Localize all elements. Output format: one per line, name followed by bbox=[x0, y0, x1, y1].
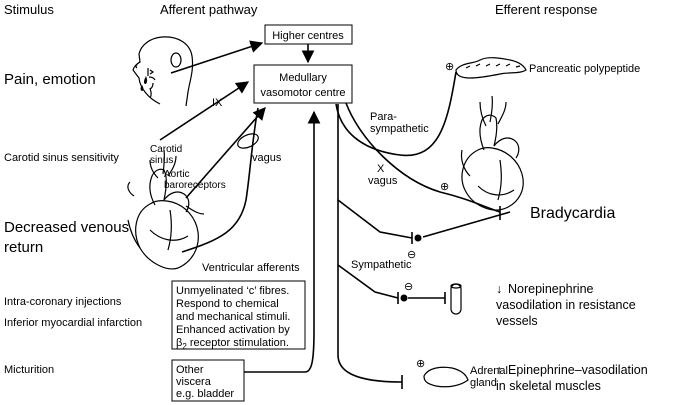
stimulus-carotid-sinus: Carotid sinus sensitivity bbox=[4, 152, 119, 164]
sympathetic-label: Sympathetic bbox=[351, 259, 412, 271]
aortic-arrow bbox=[185, 107, 266, 199]
fibres-line-5: β2 receptor stimulation. bbox=[176, 337, 289, 351]
sympathetic-trunk-line bbox=[337, 104, 403, 383]
carotid-label-1: Carotid bbox=[150, 144, 182, 155]
fibres-line-4: Enhanced activation by bbox=[176, 324, 290, 336]
epi-line-1: Epinephrine–vasodilation bbox=[508, 363, 648, 377]
stimulus-decreased-venous: Decreased venous bbox=[4, 219, 129, 236]
stimulus-inferior-mi: Inferior myocardial infarction bbox=[4, 317, 142, 329]
x-label: X bbox=[377, 163, 385, 175]
heart-illustration-right bbox=[460, 95, 524, 211]
adrenal-label-1: Adrenal bbox=[470, 365, 508, 377]
norepi-line-2: vasodilation in resistance bbox=[496, 298, 636, 312]
heart-synapse-dot bbox=[414, 234, 422, 242]
para-label-1: Para- bbox=[370, 111, 397, 123]
carotid-label-2: sinus bbox=[150, 155, 173, 166]
ix-label: IX bbox=[212, 97, 223, 109]
fibres-line-1: Unmyelinated ‘c’ fibres. bbox=[176, 285, 289, 297]
viscera-box: Other viscera e.g. bladder bbox=[171, 359, 245, 402]
aortic-label-1: Aortic bbox=[164, 169, 190, 180]
minus-heart: ⊖ bbox=[407, 249, 416, 261]
vessel-synapse-dot bbox=[400, 294, 408, 302]
plus-heart: ⊕ bbox=[440, 181, 449, 193]
vagus-efferent-label: vagus bbox=[368, 175, 398, 187]
afferent-pathways bbox=[159, 40, 321, 373]
heading-stimulus: Stimulus bbox=[4, 2, 54, 17]
efferent-pathways bbox=[335, 71, 511, 389]
pancreatic-polypeptide-label: Pancreatic polypeptide bbox=[529, 63, 640, 75]
vagus-afferent-label: vagus bbox=[252, 152, 282, 164]
epi-line-2: in skeletal muscles bbox=[496, 379, 601, 393]
medullary-label-2: vasomotor centre bbox=[261, 87, 346, 99]
pancreas-icon bbox=[455, 57, 527, 79]
minus-vessel: ⊖ bbox=[404, 281, 413, 293]
viscera-line-2: viscera bbox=[176, 376, 212, 388]
head-illustration bbox=[132, 36, 194, 107]
c-fibres-box: Unmyelinated ‘c’ fibres. Respond to chem… bbox=[171, 280, 306, 351]
vagus-heart-line bbox=[345, 102, 501, 213]
stimulus-decreased-venous-2: return bbox=[4, 239, 43, 256]
bradycardia-label: Bradycardia bbox=[530, 205, 615, 222]
heart-illustration-left bbox=[127, 149, 205, 270]
epi-arrow: ↑ bbox=[496, 363, 502, 377]
vagus-ring bbox=[237, 133, 259, 149]
viscera-line-3: e.g. bladder bbox=[176, 388, 234, 400]
heading-efferent: Efferent response bbox=[495, 2, 597, 17]
para-label-2: sympathetic bbox=[370, 123, 429, 135]
higher-centres-box: Higher centres bbox=[264, 24, 353, 45]
tear-icon bbox=[140, 76, 148, 91]
stimulus-intracoronary: Intra-coronary injections bbox=[4, 296, 122, 308]
plus-pancreas: ⊕ bbox=[445, 61, 454, 73]
ventricular-afferents-label: Ventricular afferents bbox=[202, 262, 300, 274]
stimulus-micturition: Micturition bbox=[4, 364, 54, 376]
higher-centres-label: Higher centres bbox=[272, 30, 344, 42]
sympathetic-heart-branch bbox=[337, 199, 413, 239]
norepi-arrow: ↓ bbox=[496, 282, 502, 296]
fibres-line-3: and mechanical stimuli. bbox=[176, 311, 290, 323]
viscera-line-1: Other bbox=[176, 364, 204, 376]
heading-afferent: Afferent pathway bbox=[160, 2, 258, 17]
adrenal-gland-icon bbox=[423, 366, 469, 388]
medullary-centre-box: Medullary vasomotor centre bbox=[253, 64, 353, 104]
pain-arrow bbox=[170, 40, 264, 74]
plus-adrenal: ⊕ bbox=[416, 358, 425, 370]
parasympathetic-pancreas-line bbox=[335, 71, 457, 157]
aortic-label-2: baroreceptors bbox=[164, 180, 226, 191]
stimulus-pain-emotion: Pain, emotion bbox=[4, 71, 96, 88]
viscera-arrow bbox=[244, 110, 321, 373]
adrenal-label-2: gland bbox=[470, 377, 497, 389]
ix-arrow bbox=[159, 81, 250, 141]
vessel-icon bbox=[450, 283, 462, 315]
heart-postganglionic bbox=[422, 211, 511, 238]
sympathetic-vessel-branch bbox=[337, 264, 399, 299]
norepi-line-3: vessels bbox=[496, 314, 538, 328]
ventricular-afferent-line bbox=[181, 107, 259, 253]
medullary-label-1: Medullary bbox=[279, 72, 327, 84]
norepi-line-1: Norepinephrine bbox=[508, 282, 594, 296]
fibres-line-2: Respond to chemical bbox=[176, 298, 279, 310]
